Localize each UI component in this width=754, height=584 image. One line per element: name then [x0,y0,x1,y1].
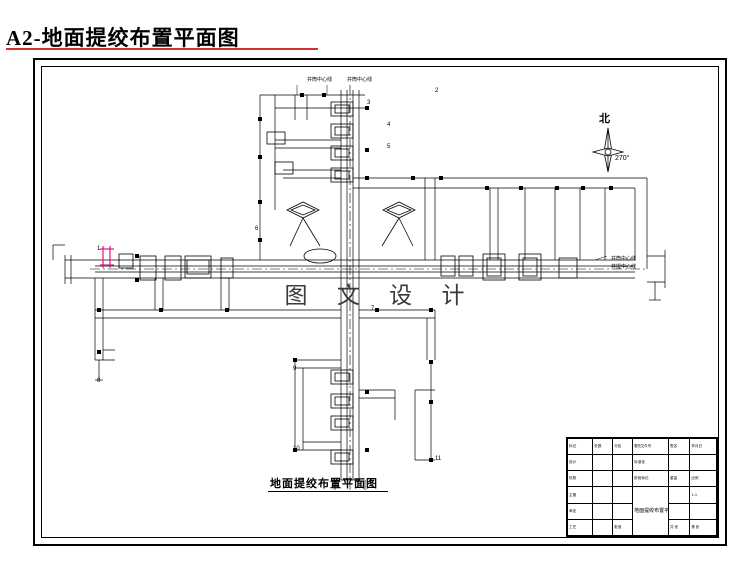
tb-cell: 阶段标记 [632,470,670,488]
callout-11: 11 [435,456,442,462]
tb-drawing-name: 地面提绞布置平面图 [632,486,670,536]
callout-6: 6 [255,226,259,232]
tb-cell: 重量 [668,470,691,488]
tb-cell [592,518,614,537]
tb-cell [612,454,634,472]
callout-8: 8 [97,378,101,384]
tb-cell: 标准化 [632,454,670,472]
annotation-shaft-centerline-left: 井筒中心线 [307,77,333,83]
tb-cell [612,486,634,504]
tb-cell: 分区 [612,437,634,456]
callout-3: 3 [367,100,371,106]
compass-degrees-label: 270° [615,155,630,162]
callout-2: 2 [435,88,439,94]
tb-cell: 审定 [566,502,594,520]
tb-cell [689,502,717,520]
tb-cell: 年月日 [689,437,717,456]
table-row: 主管 地面提绞布置平面图 1:1 [566,486,717,536]
drawing-sheet-inner-border [41,66,719,538]
callout-1: 1 [97,246,101,252]
tb-cell: 批准 [612,518,634,537]
tb-cell: 校核 [566,470,594,488]
tb-cell: 主管 [566,486,594,504]
table-row: 工艺 批准 共 张 第 张 [566,518,717,537]
compass-rose [591,127,625,173]
tb-cell [592,454,614,472]
callout-10: 10 [293,446,300,452]
tb-cell [592,502,614,520]
table-row: 审定 [566,502,717,520]
table-row: 设计 标准化 [566,454,717,472]
tb-cell: 共 张 [668,518,691,537]
tb-cell [668,486,691,504]
tb-cell: 处数 [592,437,614,456]
title-block: 标记 处数 分区 更改文件号 签名 年月日 设计 标准化 校核 [566,437,718,537]
annotation-shaft-centerline-right: 井筒中心线 [347,77,373,83]
callout-4: 4 [387,122,391,128]
tb-cell [668,502,691,520]
tb-cell: 工艺 [566,518,594,537]
annotation-right-line1: 井筒中心线 [611,256,637,262]
tb-cell: 第 张 [689,518,717,537]
engineering-drawing [52,85,666,490]
callout-9: 9 [293,366,297,372]
tb-cell: 比例 [689,470,717,488]
callout-7: 7 [371,306,375,312]
plan-caption: 地面提绞布置平面图 [270,477,378,490]
tb-cell: 1:1 [689,486,717,504]
tb-cell: 更改文件号 [632,437,670,456]
drawing-sheet: 井筒中心线 井筒中心线 井筒中心线 井提中心线 1 2 3 4 5 6 7 8 … [33,58,727,546]
table-row: 标记 处数 分区 更改文件号 签名 年月日 [566,437,717,456]
annotation-right-line2: 井提中心线 [611,264,637,270]
tb-cell [592,470,614,488]
tb-cell: 标记 [566,437,594,456]
tb-cell [592,486,614,504]
tb-cell [612,470,634,488]
tb-cell: 设计 [566,454,594,472]
red-highlight-marker [100,246,114,268]
table-row: 校核 阶段标记 重量 比例 [566,470,717,488]
page-title: A2-地面提绞布置平面图 [6,26,240,50]
tb-cell [612,502,634,520]
title-underline [6,48,318,50]
plan-caption-underline [268,491,388,492]
compass-north-label: 北 [599,112,610,125]
tb-cell: 签名 [668,437,691,456]
title-block-table: 标记 处数 分区 更改文件号 签名 年月日 设计 标准化 校核 [566,437,717,537]
tb-cell [689,454,717,472]
tb-cell [668,454,691,472]
callout-5: 5 [387,144,391,150]
